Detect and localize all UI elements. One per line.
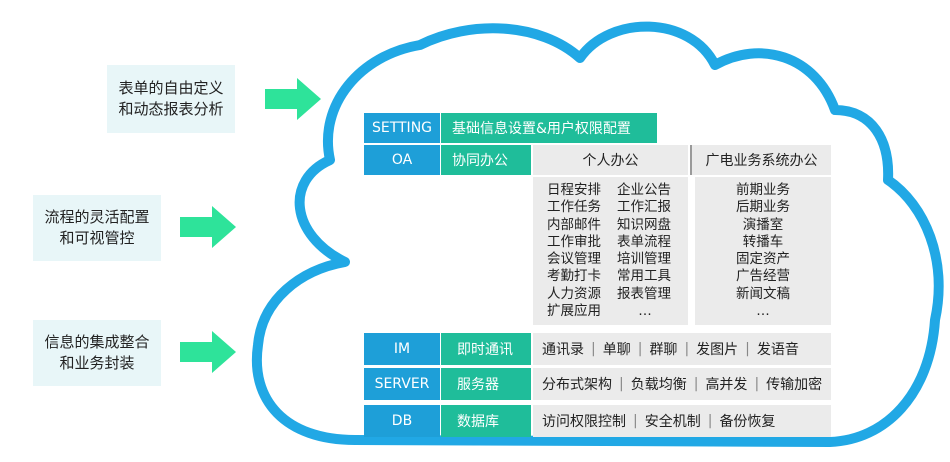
db-desc: 数据库: [441, 405, 531, 437]
db-label: DB: [364, 405, 440, 437]
list-item: 工作任务: [547, 199, 601, 216]
callout-integration-line2: 和业务封装: [59, 354, 135, 372]
list-item: 前期业务: [736, 182, 790, 198]
arrow-right-icon: [180, 206, 236, 248]
setting-desc: 基础信息设置&用户权限配置: [441, 113, 657, 143]
oa-label: OA: [364, 145, 440, 175]
list-item: 人力资源: [547, 285, 601, 302]
server-label: SERVER: [364, 368, 440, 400]
callout-integration: 信息的集成整合和业务封装: [33, 320, 161, 386]
list-item: 工作审批: [547, 233, 601, 250]
server-items: 分布式架构| 负载均衡| 高并发| 传输加密: [533, 368, 831, 400]
list-item: …: [638, 303, 652, 320]
oa-desc: 协同办公: [441, 145, 531, 175]
broadcast-office-list: 前期业务 后期业务 演播室 转播车 固定资产 广告经营 新闻文稿 …: [695, 177, 831, 325]
im-item: 发图片: [696, 342, 739, 358]
personal-office-list: 日程安排 工作任务 内部邮件 工作审批 会议管理 考勤打卡 人力资源 扩展应用 …: [533, 177, 688, 325]
broadcast-office-header: 广电业务系统办公: [690, 145, 831, 175]
list-item: 会议管理: [547, 251, 601, 268]
server-item: 负载均衡: [630, 377, 687, 393]
list-item: 转播车: [742, 233, 784, 250]
broadcast-office-header-text: 广电业务系统办公: [705, 153, 818, 169]
list-item: …: [756, 303, 770, 320]
list-item: 考勤打卡: [547, 268, 601, 285]
list-item: 报表管理: [617, 285, 671, 302]
arrow-right-icon: [180, 331, 236, 373]
callout-form-line1: 表单的自由定义: [118, 79, 224, 97]
im-desc: 即时通讯: [441, 333, 531, 365]
list-item: 广告经营: [736, 268, 790, 285]
personal-office-header: 个人办公: [533, 145, 688, 175]
db-items: 访问权限控制| 安全机制| 备份恢复: [533, 405, 831, 437]
list-item: 知识网盘: [617, 216, 671, 233]
list-item: 新闻文稿: [736, 285, 790, 302]
server-item: 高并发: [705, 377, 748, 393]
im-item: 单聊: [602, 342, 631, 358]
list-item: 表单流程: [617, 233, 671, 250]
callout-form: 表单的自由定义和动态报表分析: [107, 65, 235, 133]
im-item: 通讯录: [542, 342, 584, 358]
list-item: 工作汇报: [617, 199, 671, 216]
list-item: 企业公告: [617, 182, 671, 198]
list-item: 培训管理: [617, 251, 671, 268]
db-item: 访问权限控制: [542, 414, 626, 430]
im-items: 通讯录| 单聊| 群聊| 发图片| 发语音: [533, 333, 831, 365]
list-item: 日程安排: [547, 182, 601, 198]
arrow-right-icon: [265, 78, 321, 120]
list-item: 内部邮件: [547, 216, 601, 233]
setting-label: SETTING: [364, 113, 440, 143]
server-desc: 服务器: [441, 368, 531, 400]
list-item: 扩展应用: [547, 303, 601, 320]
list-item: 演播室: [742, 216, 784, 233]
callout-process-line2: 和可视管控: [59, 229, 135, 247]
im-label: IM: [364, 333, 440, 365]
server-item: 传输加密: [766, 377, 823, 393]
callout-process-line1: 流程的灵活配置: [44, 208, 150, 226]
callout-process: 流程的灵活配置和可视管控: [33, 195, 161, 261]
im-item: 发语音: [756, 342, 799, 358]
callout-form-line2: 和动态报表分析: [118, 100, 224, 118]
db-item: 安全机制: [644, 414, 701, 430]
list-item: 后期业务: [736, 199, 790, 216]
list-item: 常用工具: [617, 268, 671, 285]
callout-integration-line1: 信息的集成整合: [44, 333, 150, 351]
im-item: 群聊: [649, 342, 678, 358]
db-item: 备份恢复: [719, 414, 776, 430]
list-item: 固定资产: [736, 251, 790, 268]
server-item: 分布式架构: [542, 377, 612, 393]
